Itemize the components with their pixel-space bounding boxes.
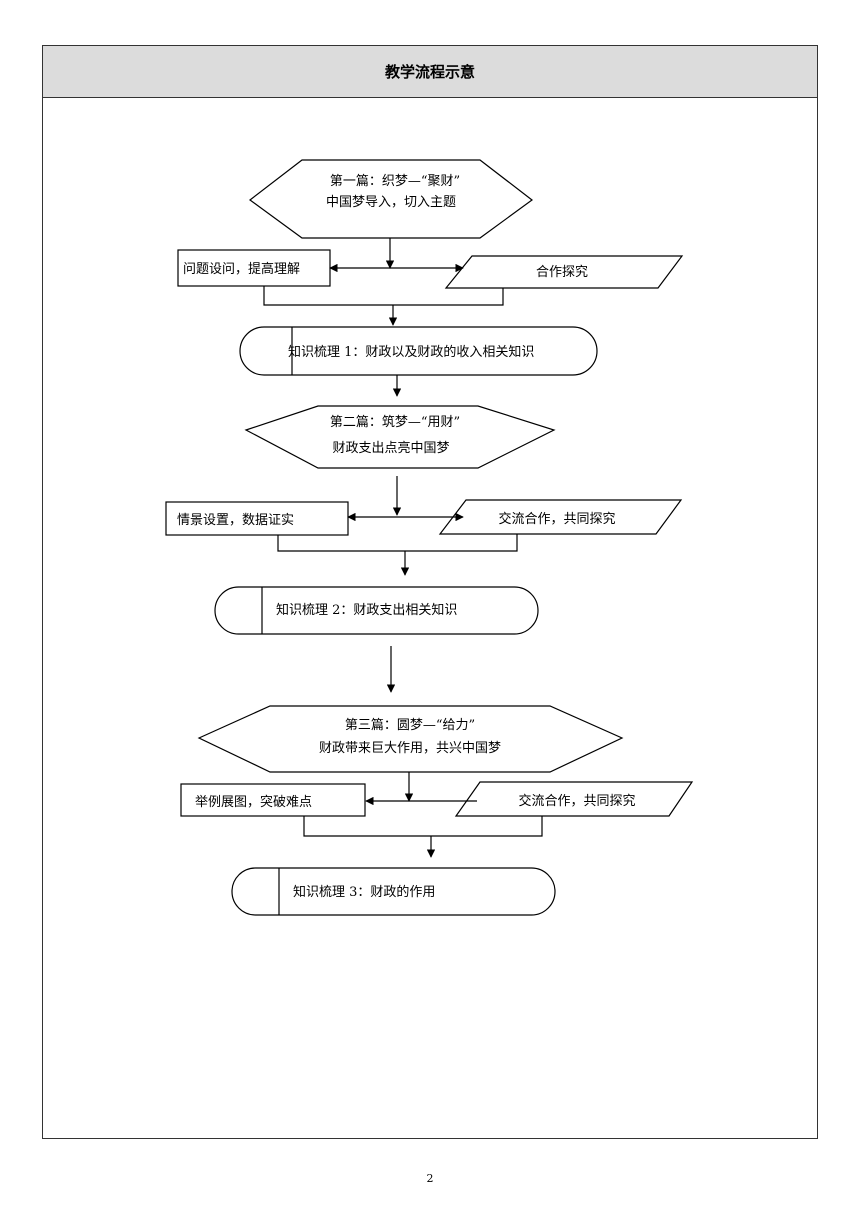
example-box [180, 783, 366, 817]
section2-title: 第二篇：筑梦—“用财” [330, 414, 460, 430]
exchange-cooperation-label: 交流合作，共同探究 [518, 793, 635, 809]
cooperative-inquiry-label: 合作探究 [536, 265, 588, 280]
knowledge1-terminal [239, 326, 598, 376]
section1-title: 第一篇：织梦—“聚财” [330, 174, 460, 189]
knowledge3-label: 知识梳理 3：财政的作用 [293, 884, 435, 900]
merge-bracket [303, 816, 543, 837]
section3-hexagon [197, 705, 624, 773]
knowledge1-label: 知识梳理 1：财政以及财政的收入相关知识 [288, 344, 534, 360]
page-title: 教学流程示意 [43, 46, 817, 98]
exchange-cooperation-parallelogram [438, 499, 683, 535]
example-box-label: 举例展图，突破难点 [195, 794, 312, 810]
section1-subtitle: 中国梦导入，切入主题 [326, 195, 456, 210]
scenario-box-label: 情景设置，数据证实 [177, 513, 294, 528]
page-number: 2 [426, 1172, 434, 1185]
section3-title: 第三篇：圆梦—“给力” [345, 718, 475, 733]
section2-subtitle: 财政支出点亮中国梦 [332, 440, 449, 456]
merge-bracket [277, 534, 518, 552]
exchange-cooperation-parallelogram [454, 781, 694, 817]
cooperative-inquiry-parallelogram [444, 255, 684, 289]
knowledge2-terminal [214, 586, 539, 635]
exchange-cooperation-label: 交流合作，共同探究 [498, 511, 615, 527]
section2-hexagon [244, 405, 556, 469]
knowledge3-terminal [231, 867, 556, 916]
section3-subtitle: 财政带来巨大作用，共兴中国梦 [319, 741, 501, 756]
section1-hexagon [248, 159, 534, 239]
merge-bracket [263, 286, 504, 306]
knowledge2-label: 知识梳理 2：财政支出相关知识 [276, 602, 457, 618]
flowchart-frame: 教学流程示意 [42, 45, 818, 1139]
question-box-label: 问题设问，提高理解 [183, 261, 300, 277]
